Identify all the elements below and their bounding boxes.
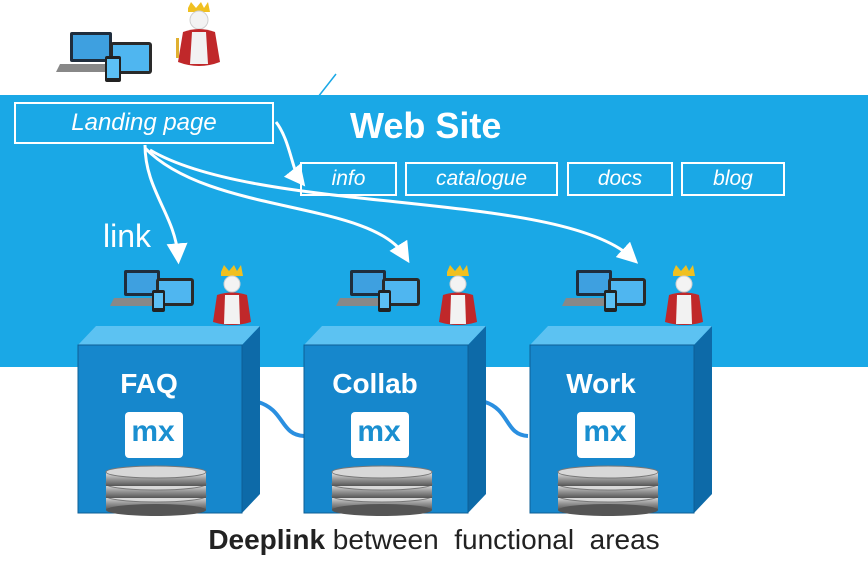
caption-bold: Deeplink [208, 524, 326, 555]
caption-rest: between functional areas [325, 524, 660, 555]
cube-top-work [530, 326, 712, 345]
arrow-to-collab [143, 146, 410, 264]
mx-logo-icon [351, 412, 409, 458]
cube-side-work [694, 326, 712, 513]
king-icon [176, 2, 220, 66]
devices-icon [110, 270, 194, 312]
cube-top-faq [78, 326, 260, 345]
area-label-collab: Collab [332, 368, 418, 399]
mx-logo-text-collab: mx [357, 415, 401, 448]
link-label: link [103, 218, 152, 254]
devices-icon [56, 32, 152, 82]
area-label-work: Work [566, 368, 636, 399]
devices-icon [336, 270, 420, 312]
mx-logo-text-faq: mx [131, 415, 175, 448]
arrow-to-info [274, 121, 306, 187]
mx-logo-icon [577, 412, 635, 458]
king-icon [213, 265, 251, 325]
area-label-faq: FAQ [120, 368, 178, 399]
cube-side-collab [468, 326, 486, 513]
database-icon [557, 465, 659, 516]
page-blog: blog [681, 162, 785, 196]
devices-icon [562, 270, 646, 312]
mx-logo-text-work: mx [583, 415, 627, 448]
database-icon [331, 465, 433, 516]
page-info: info [300, 162, 397, 196]
arrow-to-work [149, 148, 639, 264]
page-docs: docs [567, 162, 673, 196]
area-cube-collab [303, 326, 486, 516]
landing-page-box: Landing page [14, 102, 274, 144]
decor-line [299, 73, 337, 121]
king-icon [665, 265, 703, 325]
cube-side-faq [242, 326, 260, 513]
database-icon [105, 465, 207, 516]
mx-logo-icon [125, 412, 183, 458]
deeplink-connector-1 [257, 400, 305, 438]
king-icon [439, 265, 477, 325]
area-cube-faq [77, 326, 260, 516]
website-title: Web Site [350, 105, 502, 146]
deeplink-connector-2 [484, 400, 529, 438]
arrow-to-faq [143, 144, 188, 265]
page-catalogue: catalogue [405, 162, 558, 196]
area-cube-work [529, 326, 712, 516]
link-arrows [143, 121, 639, 265]
cube-top-collab [304, 326, 486, 345]
caption: Deeplink between functional areas [0, 524, 868, 556]
website-area [0, 95, 868, 367]
